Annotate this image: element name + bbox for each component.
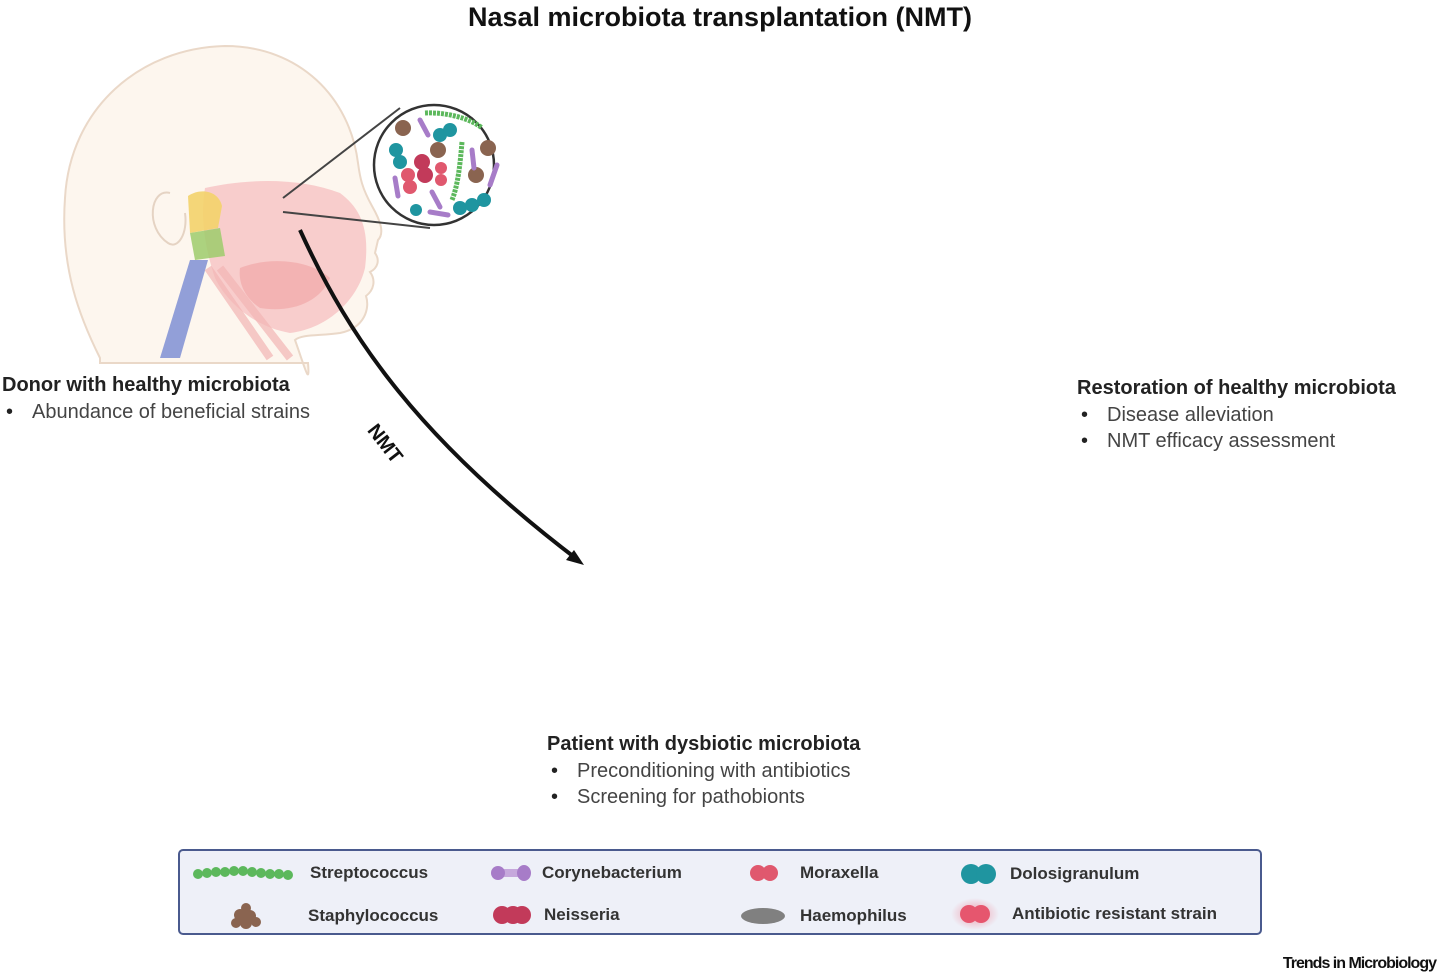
legend-item-staphylococcus: Staphylococcus [228, 901, 438, 931]
patient-bullet: Screening for pathobionts [547, 784, 860, 810]
legend-item-streptococcus: Streptococcus [192, 863, 428, 883]
legend-item-dolosigranulum: Dolosigranulum [960, 863, 1139, 885]
legend-label: Streptococcus [310, 863, 429, 882]
legend-item-haemophilus: Haemophilus [740, 906, 907, 926]
legend-item-corynebacterium: Corynebacterium [490, 863, 682, 883]
legend-item-neisseria: Neisseria [492, 905, 620, 925]
legend-item-antibiotic-resistant-strain: Antibiotic resistant strain [950, 897, 1217, 931]
moraxella-diplococcus-icon [750, 865, 778, 881]
legend-item-moraxella: Moraxella [748, 863, 878, 883]
restoration-bullet: Disease alleviation [1077, 402, 1396, 428]
neisseria-diplococcus-icon [493, 906, 531, 924]
legend-label: Corynebacterium [542, 863, 682, 882]
corynebacterium-rod-icon [491, 865, 531, 881]
restoration-heading: Restoration of healthy microbiota [1077, 377, 1396, 399]
legend-label: Haemophilus [800, 906, 907, 925]
restoration-bullet: NMT efficacy assessment [1077, 428, 1396, 454]
legend-label: Moraxella [800, 863, 879, 882]
haemophilus-rod-icon [741, 908, 785, 924]
legend-label: Antibiotic resistant strain [1012, 904, 1217, 923]
figure-title: Nasal microbiota transplantation (NMT) [467, 2, 973, 32]
patient-bullet: Preconditioning with antibiotics [547, 758, 860, 784]
legend: Streptococcus Corynebacterium Moraxella … [178, 849, 1262, 935]
donor-head-illustration [64, 46, 381, 374]
legend-label: Dolosigranulum [1010, 864, 1140, 883]
donor-caption: Donor with healthy microbiota Abundance … [2, 374, 310, 425]
streptococcus-chain-icon [193, 866, 293, 880]
patient-heading: Patient with dysbiotic microbiota [547, 733, 861, 755]
journal-credit: Trends in Microbiology [1282, 955, 1437, 972]
antibiotic-resistant-strain-icon [951, 898, 999, 930]
donor-microbiota-zoom [282, 103, 500, 229]
patient-caption: Patient with dysbiotic microbiota Precon… [547, 733, 860, 810]
legend-label: Neisseria [544, 905, 620, 924]
restoration-caption: Restoration of healthy microbiota Diseas… [1077, 377, 1396, 454]
nmt-arrow [298, 229, 584, 565]
donor-bullet: Abundance of beneficial strains [2, 399, 310, 425]
donor-heading: Donor with healthy microbiota [2, 374, 290, 396]
staphylococcus-cluster-icon [231, 903, 261, 929]
dolosigranulum-diplococcus-icon [961, 864, 996, 884]
legend-label: Staphylococcus [308, 906, 439, 925]
